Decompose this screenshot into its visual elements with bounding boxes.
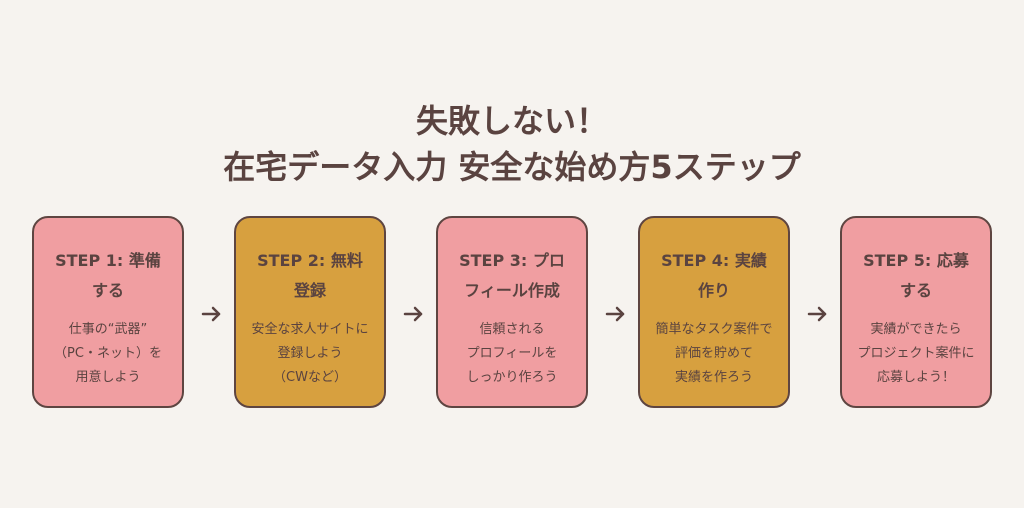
step-4-heading-line-1: STEP 4: 実績 xyxy=(661,251,767,270)
diagram-title: 失敗しない！ 在宅データ入力 安全な始め方5ステップ xyxy=(0,98,1024,190)
step-3-description: 信頼される プロフィールを しっかり作ろう xyxy=(438,318,586,390)
step-1-heading-line-2: する xyxy=(91,281,124,300)
title-line-2: 在宅データ入力 安全な始め方5ステップ xyxy=(223,148,801,186)
step-5-desc-line-3: 応募しよう！ xyxy=(876,370,955,385)
step-5-card: STEP 5: 応募 する 実績ができたら プロジェクト案件に 応募しよう！ xyxy=(840,216,992,408)
step-4-card: STEP 4: 実績 作り 簡単なタスク案件で 評価を貯めて 実績を作ろう xyxy=(638,216,790,408)
step-2-description: 安全な求人サイトに 登録しよう （CWなど） xyxy=(236,318,384,390)
step-1-desc-line-3: 用意しよう xyxy=(75,370,141,385)
step-1-heading: STEP 1: 準備 する xyxy=(44,246,172,306)
arrow-right-icon xyxy=(604,304,628,324)
step-5-description: 実績ができたら プロジェクト案件に 応募しよう！ xyxy=(842,318,990,390)
arrow-right-icon xyxy=(806,304,830,324)
step-4-desc-line-1: 簡単なタスク案件で xyxy=(655,322,773,337)
step-1-heading-line-1: STEP 1: 準備 xyxy=(55,251,161,270)
step-1-description: 仕事の“武器” （PC・ネット）を 用意しよう xyxy=(34,318,182,390)
step-5-desc-line-1: 実績ができたら xyxy=(870,322,962,337)
step-2-desc-line-1: 安全な求人サイトに xyxy=(251,322,369,337)
step-5-heading-line-2: する xyxy=(899,281,932,300)
step-3-card: STEP 3: プロ フィール作成 信頼される プロフィールを しっかり作ろう xyxy=(436,216,588,408)
step-2-heading-line-1: STEP 2: 無料 xyxy=(257,251,363,270)
step-2-heading: STEP 2: 無料 登録 xyxy=(246,246,374,306)
step-1-card: STEP 1: 準備 する 仕事の“武器” （PC・ネット）を 用意しよう xyxy=(32,216,184,408)
step-4-heading-line-2: 作り xyxy=(697,281,730,300)
step-3-heading-line-1: STEP 3: プロ xyxy=(459,251,565,270)
step-5-heading-line-1: STEP 5: 応募 xyxy=(863,251,969,270)
step-4-desc-line-3: 実績を作ろう xyxy=(674,370,753,385)
step-2-desc-line-2: 登録しよう xyxy=(277,346,343,361)
title-line-1: 失敗しない！ xyxy=(415,102,608,140)
step-4-heading: STEP 4: 実績 作り xyxy=(650,246,778,306)
step-1-desc-line-2: （PC・ネット）を xyxy=(54,346,162,361)
step-3-desc-line-2: プロフィールを xyxy=(466,346,558,361)
arrow-right-icon xyxy=(200,304,224,324)
step-5-desc-line-2: プロジェクト案件に xyxy=(857,346,975,361)
step-3-desc-line-3: しっかり作ろう xyxy=(466,370,558,385)
step-flow: STEP 1: 準備 する 仕事の“武器” （PC・ネット）を 用意しよう ST… xyxy=(32,216,998,412)
step-3-heading-line-2: フィール作成 xyxy=(464,281,560,300)
step-4-description: 簡単なタスク案件で 評価を貯めて 実績を作ろう xyxy=(640,318,788,390)
step-3-desc-line-1: 信頼される xyxy=(479,322,545,337)
step-5-heading: STEP 5: 応募 する xyxy=(852,246,980,306)
step-2-desc-line-3: （CWなど） xyxy=(273,370,347,385)
step-3-heading: STEP 3: プロ フィール作成 xyxy=(448,246,576,306)
arrow-right-icon xyxy=(402,304,426,324)
step-2-card: STEP 2: 無料 登録 安全な求人サイトに 登録しよう （CWなど） xyxy=(234,216,386,408)
step-1-desc-line-1: 仕事の“武器” xyxy=(68,322,148,337)
step-4-desc-line-2: 評価を貯めて xyxy=(674,346,753,361)
step-2-heading-line-2: 登録 xyxy=(293,281,326,300)
